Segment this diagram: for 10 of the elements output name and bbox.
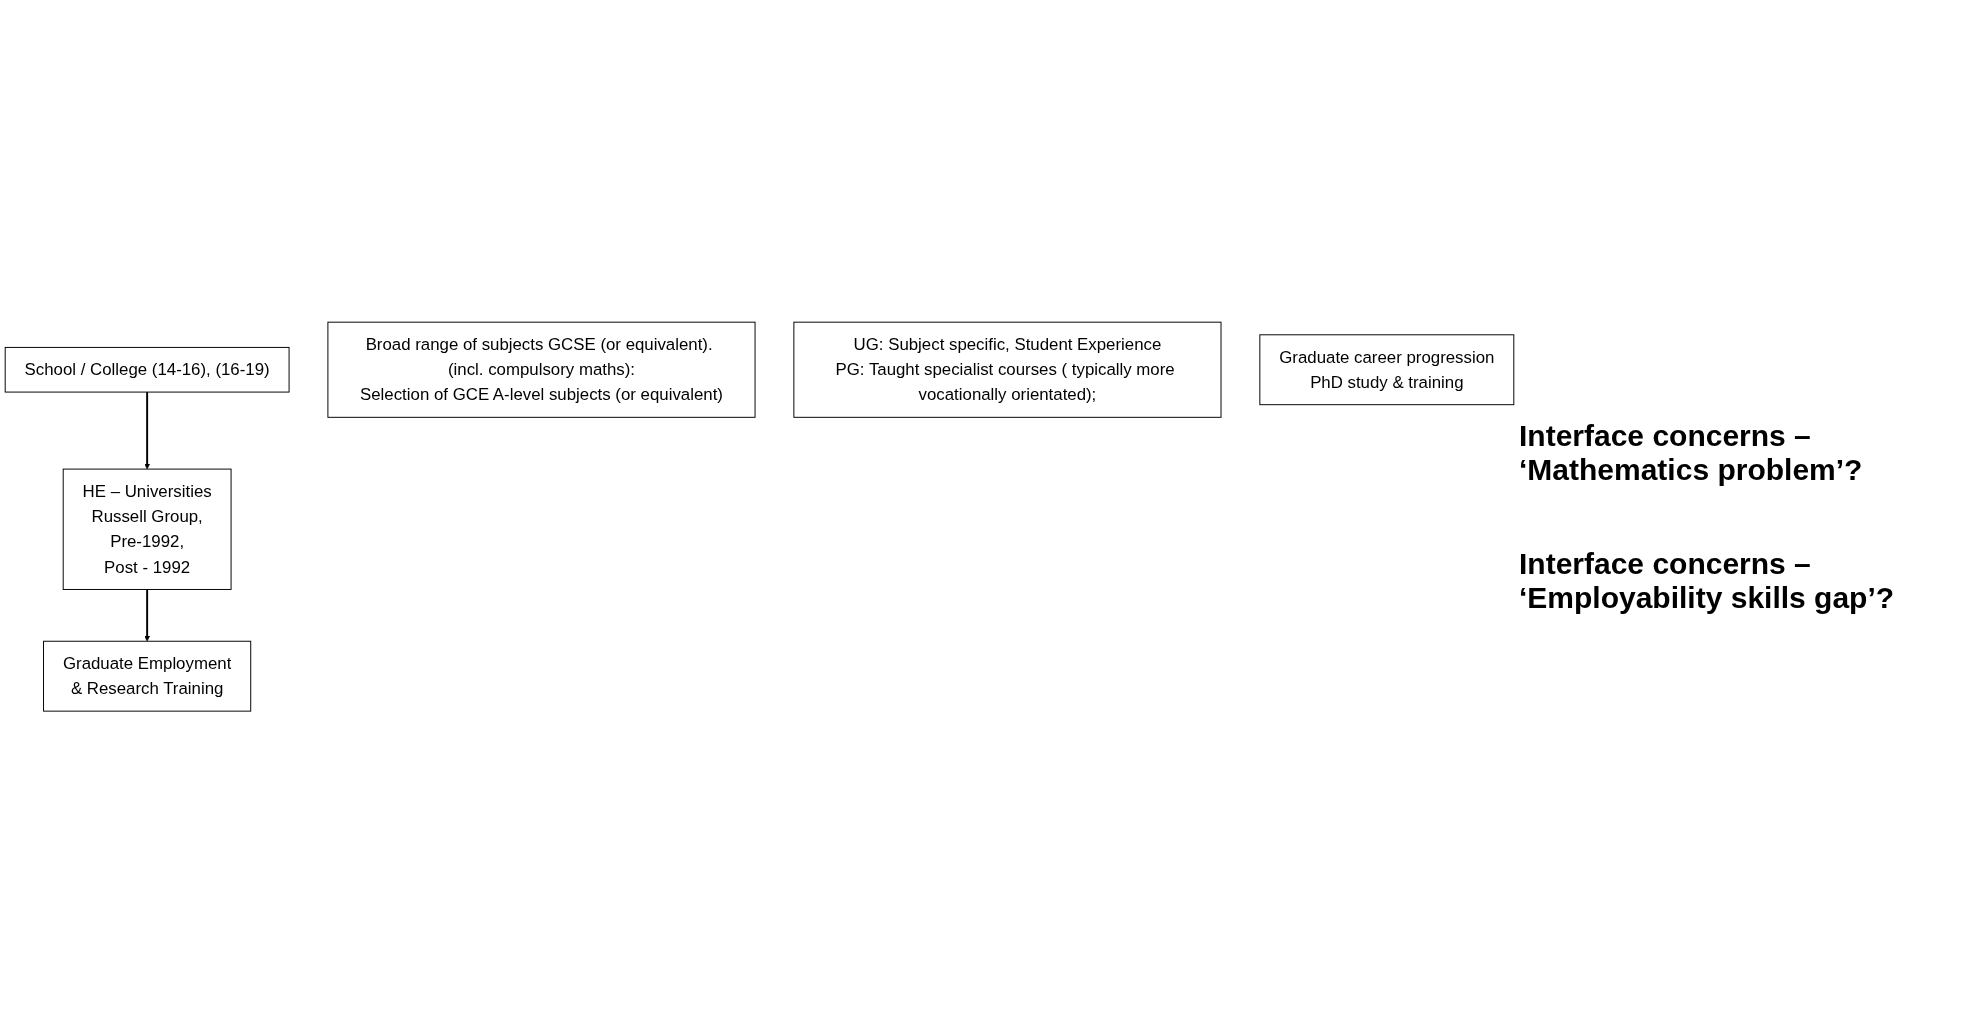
note-text: Interface concerns – ‘Mathematics problem’? (1519, 419, 1864, 487)
arrow (144, 391, 150, 470)
arrow (144, 588, 150, 642)
node-box: UG: Subject specific, Student Experience PG: Taught specialist courses ( typically more vocationally orientated); (793, 322, 1222, 419)
note-text: Interface concerns – ‘Employability skills gap’? (1519, 547, 1896, 615)
node-box: Graduate career progression PhD study & training (1259, 334, 1515, 406)
node-box: Graduate Employment & Research Training (43, 641, 252, 712)
node-box: School / College (14-16), (16-19) (4, 347, 290, 393)
node-box: Broad range of subjects GCSE (or equivalent). (incl. compulsory maths): Selection of GCE A-level subjects (or equivalent) (327, 322, 756, 419)
node-box: HE – Universities Russell Group, Pre-1992, Post - 1992 (62, 468, 232, 591)
